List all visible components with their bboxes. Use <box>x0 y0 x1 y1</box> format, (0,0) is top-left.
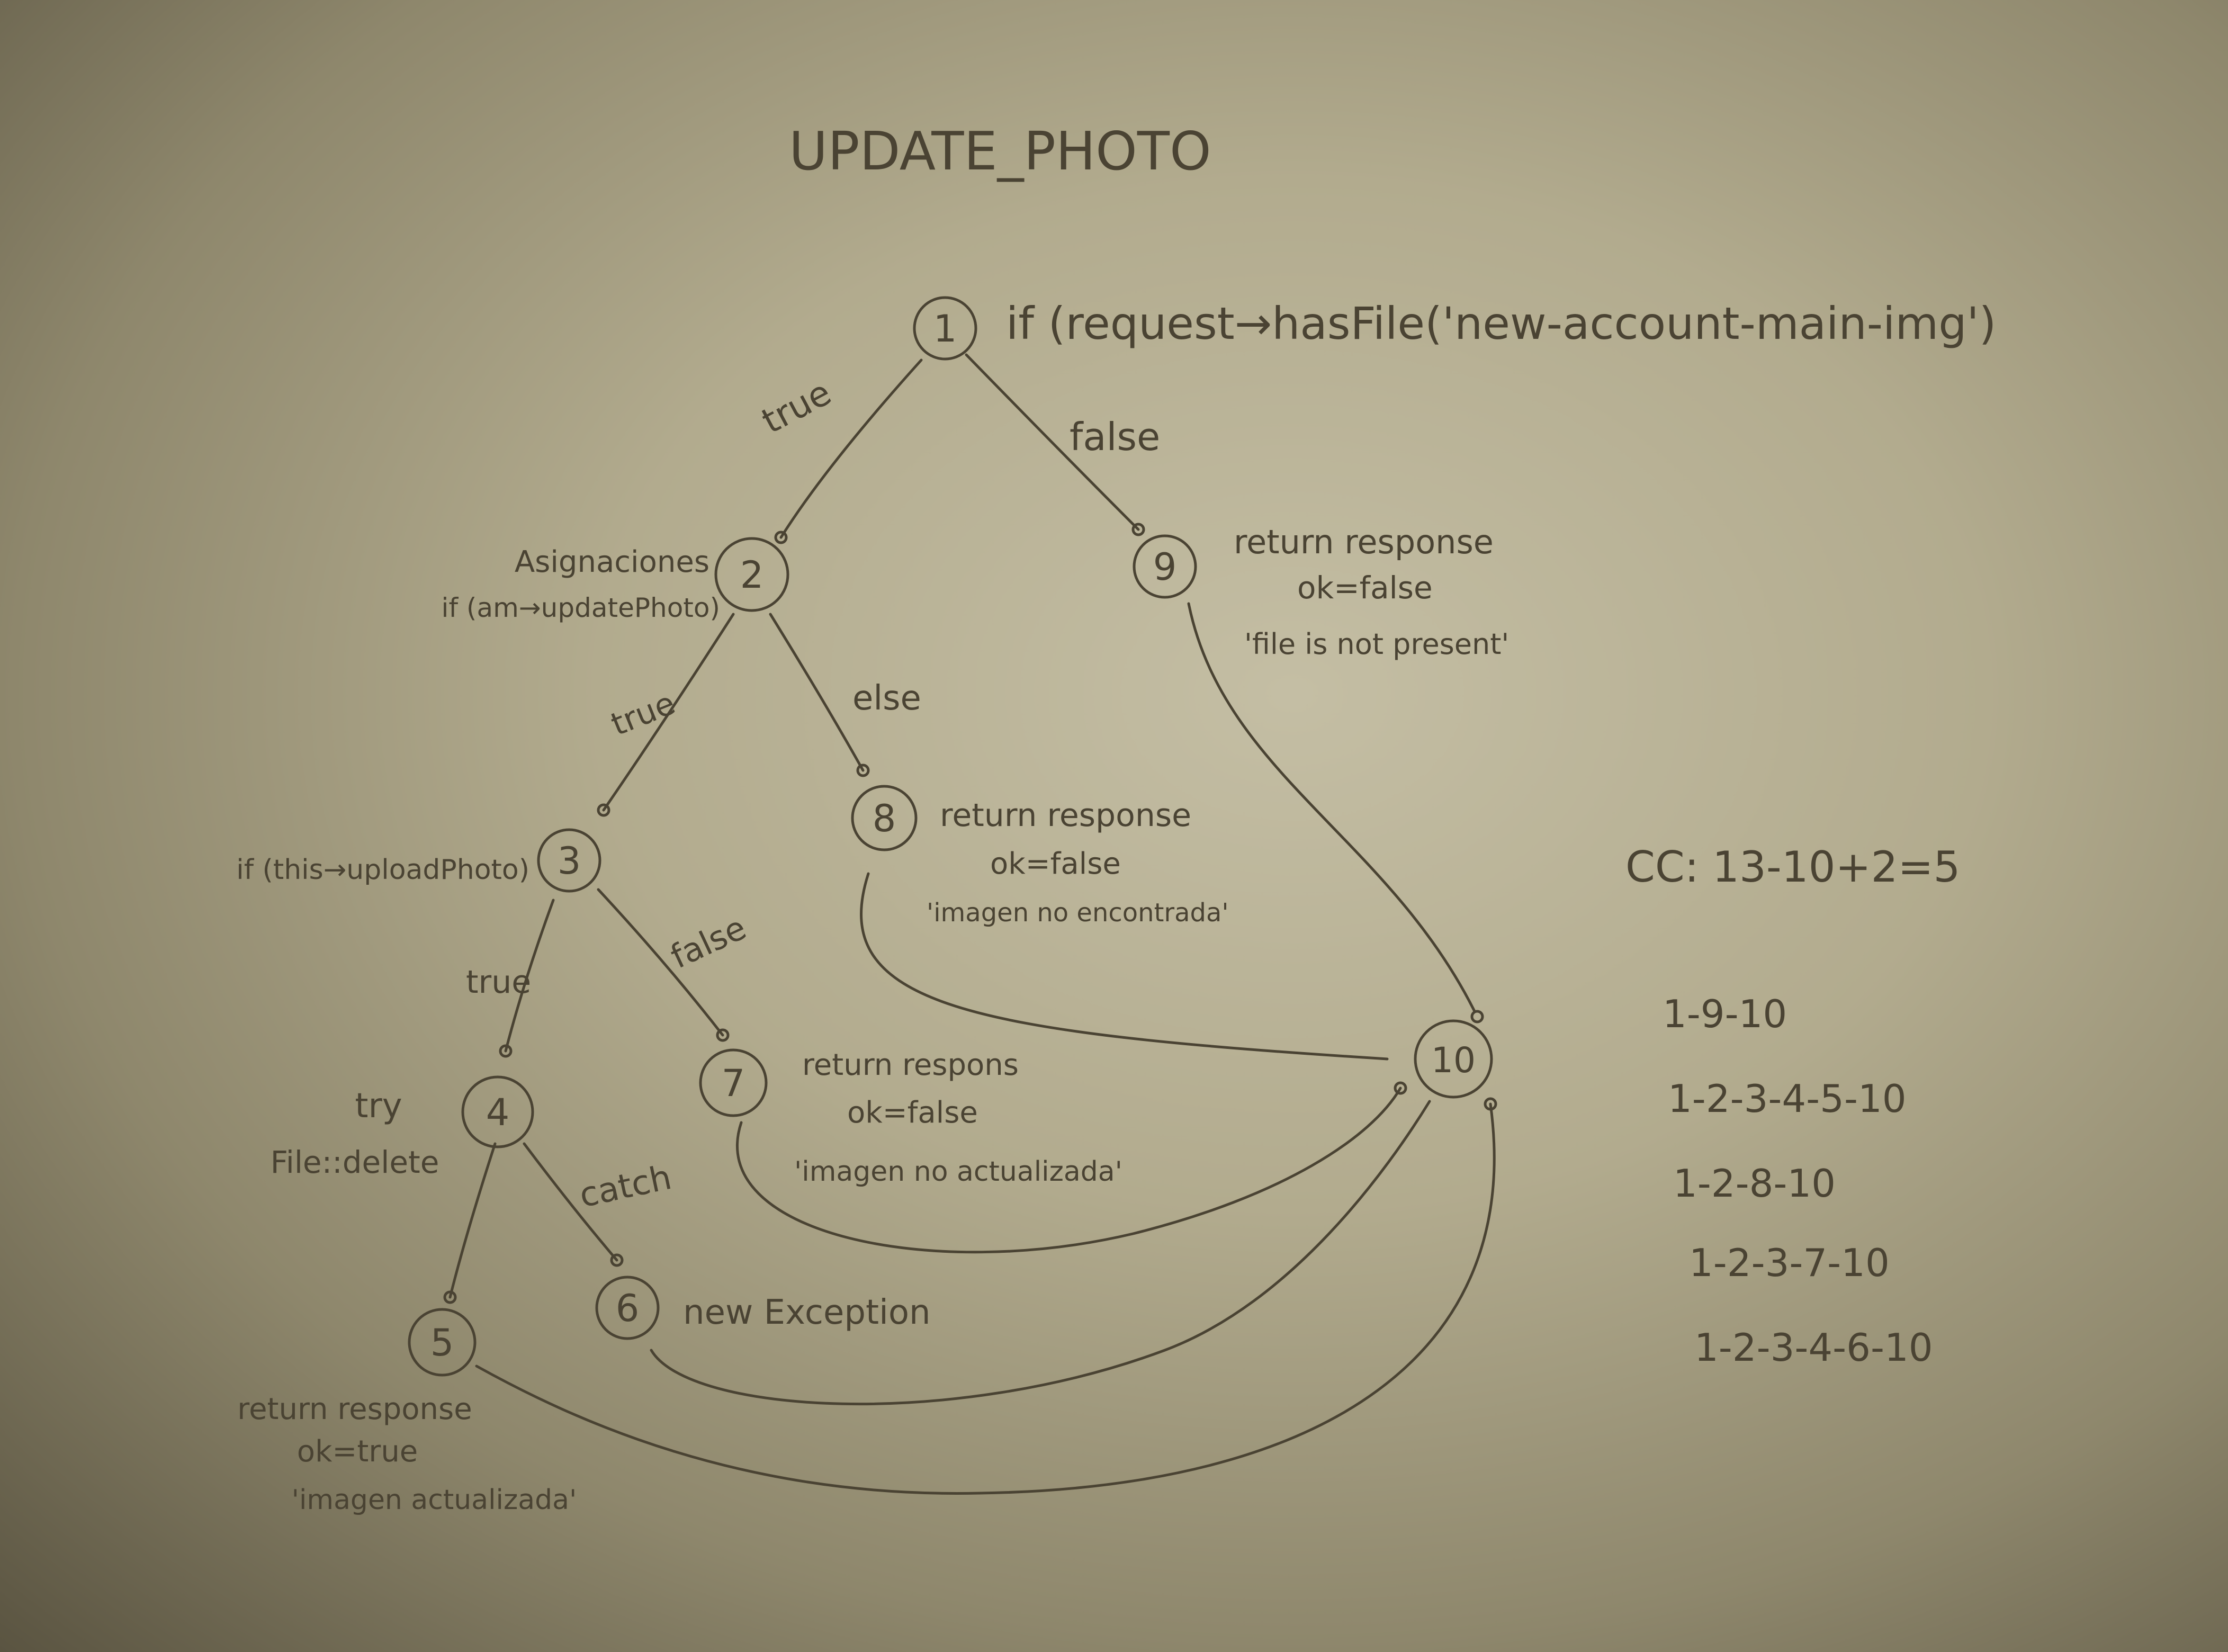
arrow-marker <box>774 531 788 544</box>
node-7-note: ok=false <box>847 1096 978 1130</box>
node-10: 10 <box>1414 1019 1493 1099</box>
node-6-note: new Exception <box>683 1293 931 1332</box>
node-number: 4 <box>486 1091 510 1134</box>
node-8-note: ok=false <box>990 847 1121 881</box>
edge-label: false <box>1070 415 1160 459</box>
node-9-note: ok=false <box>1297 570 1433 606</box>
node-number: 10 <box>1431 1040 1476 1081</box>
arrow-marker <box>597 803 610 817</box>
node-4-note: File::delete <box>271 1144 439 1180</box>
node-5-note: return response <box>237 1392 472 1426</box>
node-1-note: if (request→hasFile('new-account-main-im… <box>1006 298 1996 349</box>
node-5: 5 <box>408 1308 477 1377</box>
path-item: 1-9-10 <box>1663 992 1787 1036</box>
node-8: 8 <box>851 785 918 851</box>
path-item: 1-2-8-10 <box>1673 1161 1836 1206</box>
edge-label: true <box>755 372 838 442</box>
edge-4-6 <box>523 1142 618 1262</box>
node-7: 7 <box>699 1048 768 1117</box>
node-number: 6 <box>616 1287 640 1330</box>
node-3-note: if (this→uploadPhoto) <box>236 854 529 886</box>
edge-4-5 <box>448 1142 497 1299</box>
node-7-note: 'imagen no actualizada' <box>794 1156 1122 1188</box>
diagram-title: UPDATE_PHOTO <box>789 120 1211 182</box>
node-7-note: return respons <box>802 1048 1019 1082</box>
node-8-note: return response <box>940 797 1191 834</box>
path-item: 1-2-3-4-5-10 <box>1668 1076 1907 1121</box>
node-9-note: return response <box>1234 523 1494 561</box>
arrow-marker <box>716 1028 730 1042</box>
edge-9-10 <box>1187 602 1476 1013</box>
node-number: 1 <box>933 307 957 351</box>
node-8-note: 'imagen no encontrada' <box>927 898 1229 928</box>
edge-label: else <box>852 679 921 718</box>
edge-5-10 <box>475 1102 1496 1495</box>
edge-2-8 <box>769 613 865 772</box>
node-number: 3 <box>558 839 581 883</box>
edge-1-2 <box>779 358 923 539</box>
node-6: 6 <box>595 1276 660 1340</box>
arrow-marker <box>499 1044 513 1058</box>
edge-1-9 <box>965 353 1140 531</box>
path-item: 1-2-3-7-10 <box>1689 1241 1890 1285</box>
node-number: 8 <box>873 797 896 840</box>
edge-label: true <box>606 685 680 743</box>
node-2-note: if (am→updatePhoto) <box>442 592 720 623</box>
edge-3-4 <box>504 899 555 1053</box>
edge-3-7 <box>597 888 724 1037</box>
arrow-marker <box>1484 1097 1497 1111</box>
node-2-note: Asignaciones <box>515 545 709 579</box>
node-2: 2 <box>714 537 789 612</box>
edge-label: catch <box>576 1158 675 1216</box>
node-number: 9 <box>1153 545 1177 589</box>
node-number: 7 <box>722 1062 745 1105</box>
arrow-marker <box>443 1290 457 1304</box>
arrow-marker <box>610 1253 624 1267</box>
arrow-marker <box>856 764 870 777</box>
node-number: 5 <box>430 1321 454 1364</box>
node-4-note: try <box>355 1087 402 1126</box>
edge-label: false <box>664 908 752 976</box>
edge-6-10 <box>650 1100 1431 1405</box>
node-number: 2 <box>740 553 764 597</box>
node-5-note: 'imagen actualizada' <box>292 1484 577 1516</box>
arrow-marker <box>1131 523 1145 536</box>
node-3: 3 <box>537 828 601 893</box>
arrow-marker <box>1470 1010 1484 1023</box>
edge-8-10 <box>860 872 1389 1061</box>
node-1: 1 <box>913 296 977 361</box>
arrow-marker <box>1394 1081 1407 1095</box>
edge-7-10 <box>736 1087 1402 1254</box>
edge-2-3 <box>602 613 735 812</box>
path-item: 1-2-3-4-6-10 <box>1694 1325 1933 1370</box>
node-5-note: ok=true <box>297 1434 418 1469</box>
cyclomatic-complexity: CC: 13-10+2=5 <box>1625 842 1960 892</box>
node-9-note: 'file is not present' <box>1244 627 1509 661</box>
node-4: 4 <box>461 1075 534 1148</box>
edge-label: true <box>466 964 531 1001</box>
node-9: 9 <box>1133 534 1197 599</box>
